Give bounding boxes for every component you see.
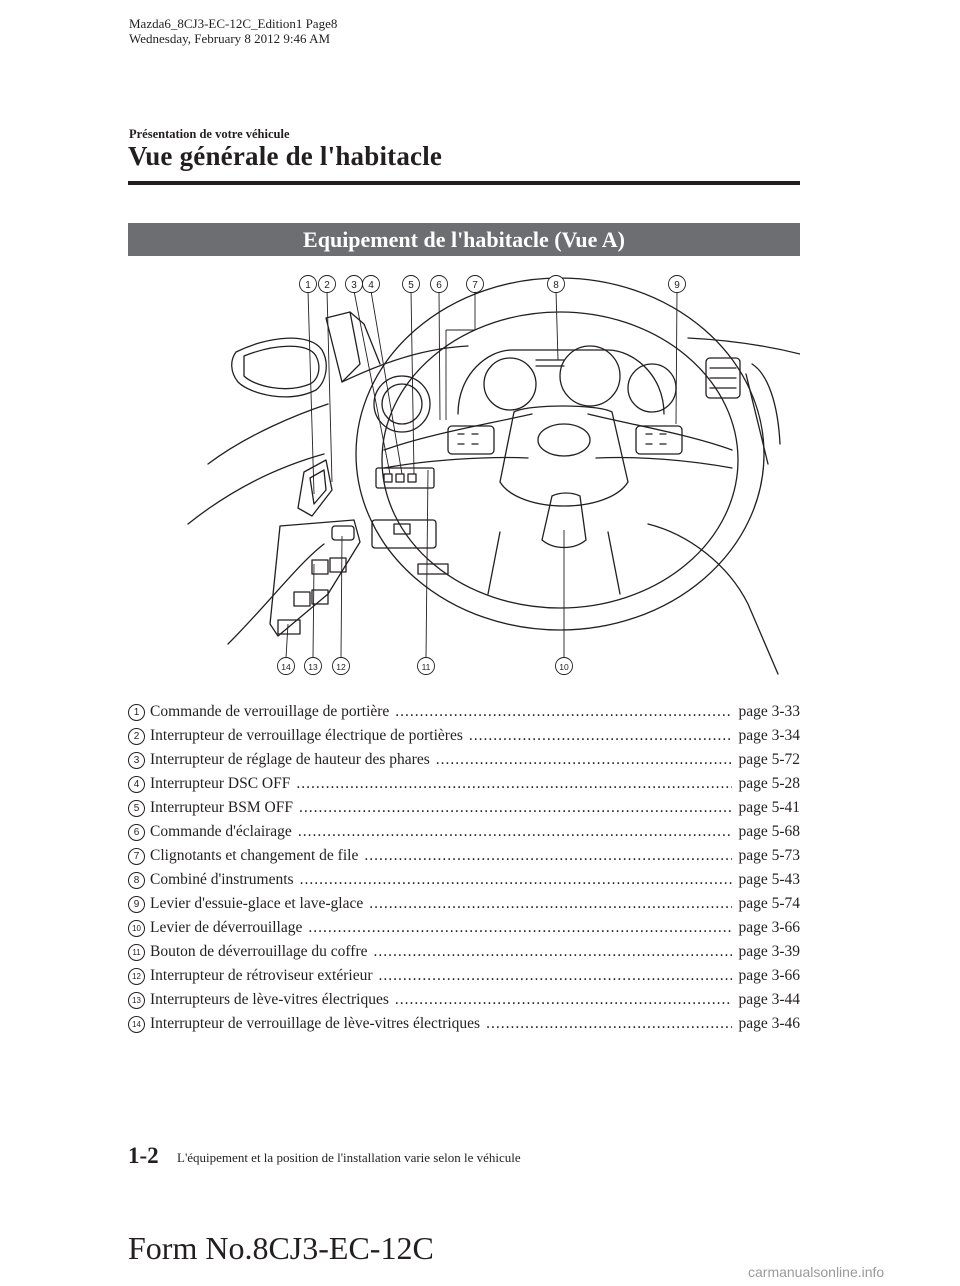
callout-10: 10 (559, 662, 569, 672)
legend-label: Commande de verrouillage de portière (150, 703, 390, 720)
leader-dots (486, 1015, 732, 1033)
legend-number: 9 (128, 895, 145, 913)
callout-8: 8 (553, 280, 559, 291)
legend-item: 4 Interrupteur DSC OFF page 5-28 (128, 772, 800, 796)
legend-label: Interrupteur de verrouillage électrique … (150, 727, 463, 744)
legend-number: 2 (128, 727, 145, 745)
page-reference: page 5-68 (738, 823, 800, 840)
page-reference: page 5-73 (738, 847, 800, 864)
legend-number: 3 (128, 751, 145, 769)
leader-dots (469, 727, 733, 745)
page-reference: page 3-46 (738, 1015, 800, 1032)
legend-label: Interrupteur de verrouillage de lève-vit… (150, 1015, 481, 1032)
legend-item: 11 Bouton de déverrouillage du coffre pa… (128, 940, 800, 964)
form-number: Form No.8CJ3-EC-12C (128, 1230, 434, 1266)
page-reference: page 5-28 (738, 775, 800, 792)
leader-dots (436, 751, 733, 769)
leader-dots (364, 847, 732, 865)
legend-label: Interrupteur de rétroviseur extérieur (150, 967, 373, 984)
legend-label: Levier d'essuie-glace et lave-glace (150, 895, 364, 912)
page-reference: page 5-74 (738, 895, 800, 912)
callout-3: 3 (351, 280, 357, 291)
page-reference: page 3-39 (738, 943, 800, 960)
print-header: Mazda6_8CJ3-EC-12C_Edition1 Page8 Wednes… (129, 16, 337, 46)
callout-4: 4 (368, 280, 374, 291)
legend-item: 2 Interrupteur de verrouillage électriqu… (128, 724, 800, 748)
page-reference: page 3-66 (738, 967, 800, 984)
page-reference: page 5-43 (738, 871, 800, 888)
legend-item: 14 Interrupteur de verrouillage de lève-… (128, 1012, 800, 1036)
legend-number: 5 (128, 799, 145, 817)
watermark: carmanualsonline.info (748, 1264, 885, 1280)
page-reference: page 5-72 (738, 751, 800, 768)
leader-dots (369, 895, 732, 913)
legend-item: 7 Clignotants et changement de file page… (128, 844, 800, 868)
section-label: Présentation de votre véhicule (129, 127, 290, 141)
legend-label: Levier de déverrouillage (150, 919, 303, 936)
leader-dots (374, 943, 733, 961)
leader-dots (308, 919, 732, 937)
callout-13: 13 (308, 662, 318, 672)
legend-number: 1 (128, 703, 145, 721)
legend-item: 10 Levier de déverrouillage page 3-66 (128, 916, 800, 940)
page-reference: page 3-44 (738, 991, 800, 1008)
page-reference: page 3-33 (738, 703, 800, 720)
page-reference: page 3-34 (738, 727, 800, 744)
callout-12: 12 (336, 662, 346, 672)
callout-7: 7 (472, 280, 478, 291)
leader-dots (395, 991, 733, 1009)
title-rule (128, 181, 800, 185)
page-number: 1-2 (128, 1143, 159, 1168)
callout-2: 2 (324, 280, 330, 291)
legend-number: 12 (128, 967, 145, 985)
print-header-date: Wednesday, February 8 2012 9:46 AM (129, 31, 331, 46)
page-title: Vue générale de l'habitacle (128, 141, 443, 171)
legend-item: 13 Interrupteurs de lève-vitres électriq… (128, 988, 800, 1012)
legend-label: Combiné d'instruments (150, 871, 294, 888)
legend-label: Interrupteurs de lève-vitres électriques (150, 991, 389, 1008)
leader-dots (296, 775, 732, 793)
legend-number: 6 (128, 823, 145, 841)
leader-dots (379, 967, 733, 985)
callout-9: 9 (674, 280, 680, 291)
legend-number: 11 (128, 943, 145, 961)
leader-dots (300, 871, 733, 889)
legend-label: Commande d'éclairage (150, 823, 292, 840)
page-reference: page 5-41 (738, 799, 800, 816)
section-banner: Equipement de l'habitacle (Vue A) (128, 223, 800, 256)
legend-item: 5 Interrupteur BSM OFF page 5-41 (128, 796, 800, 820)
legend-item: 6 Commande d'éclairage page 5-68 (128, 820, 800, 844)
legend-item: 1 Commande de verrouillage de portière p… (128, 700, 800, 724)
print-header-file: Mazda6_8CJ3-EC-12C_Edition1 Page8 (129, 16, 338, 31)
callout-6: 6 (436, 280, 442, 291)
component-legend: 1 Commande de verrouillage de portière p… (128, 700, 800, 1036)
legend-item: 9 Levier d'essuie-glace et lave-glace pa… (128, 892, 800, 916)
legend-number: 8 (128, 871, 145, 889)
cockpit-drawing: 1 2 3 4 5 6 7 8 9 14 13 12 11 10 (187, 275, 801, 675)
callout-11: 11 (422, 662, 431, 672)
leader-dots (299, 799, 733, 817)
legend-label: Interrupteur DSC OFF (150, 775, 291, 792)
legend-number: 13 (128, 991, 145, 1009)
callout-14: 14 (281, 662, 291, 672)
page-reference: page 3-66 (738, 919, 800, 936)
legend-number: 10 (128, 919, 145, 937)
legend-label: Interrupteur de réglage de hauteur des p… (150, 751, 430, 768)
callout-1: 1 (305, 280, 311, 291)
callout-5: 5 (408, 280, 414, 291)
legend-label: Bouton de déverrouillage du coffre (150, 943, 368, 960)
footer-note: L'équipement et la position de l'install… (177, 1150, 521, 1165)
leader-dots (395, 703, 732, 721)
cockpit-illustration: 1 2 3 4 5 6 7 8 9 14 13 12 11 10 (128, 264, 801, 684)
legend-item: 12 Interrupteur de rétroviseur extérieur… (128, 964, 800, 988)
legend-item: 8 Combiné d'instruments page 5-43 (128, 868, 800, 892)
legend-label: Clignotants et changement de file (150, 847, 359, 864)
leader-dots (298, 823, 733, 841)
legend-item: 3 Interrupteur de réglage de hauteur des… (128, 748, 800, 772)
legend-number: 4 (128, 775, 145, 793)
legend-label: Interrupteur BSM OFF (150, 799, 293, 816)
legend-number: 7 (128, 847, 145, 865)
legend-number: 14 (128, 1015, 145, 1033)
